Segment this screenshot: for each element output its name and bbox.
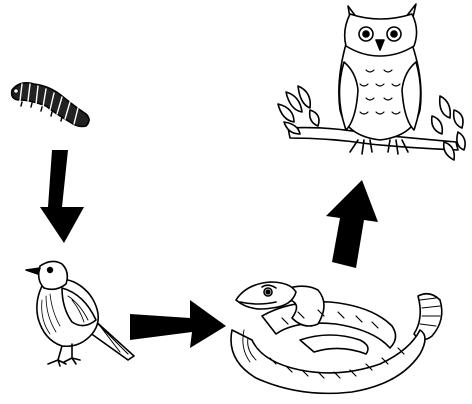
robin-icon xyxy=(26,261,134,366)
arrow-caterpillar-to-robin xyxy=(40,150,84,243)
arrow-snake-to-owl xyxy=(326,180,378,268)
owl-icon xyxy=(278,4,465,160)
snake-icon xyxy=(231,282,442,393)
arrow-robin-to-snake xyxy=(130,300,226,348)
caterpillar-icon xyxy=(12,83,89,127)
